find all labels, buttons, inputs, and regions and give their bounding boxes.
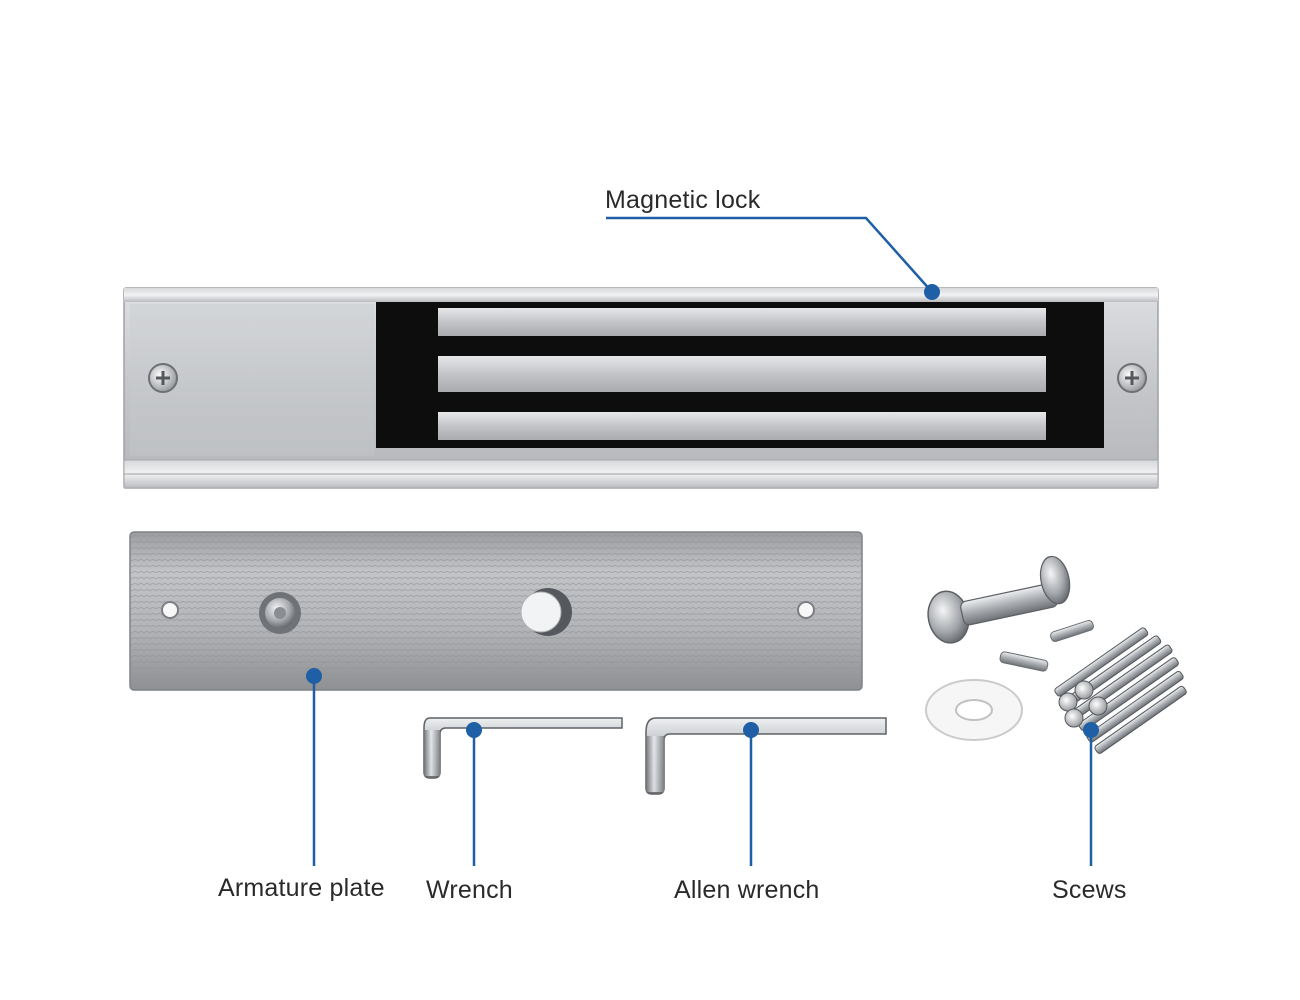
allen-wrench	[645, 717, 887, 795]
label-armature-plate: Armature plate	[218, 874, 385, 902]
label-magnetic-lock: Magnetic lock	[605, 186, 761, 214]
plate-hole	[797, 601, 815, 619]
screws-kit	[925, 555, 1187, 754]
wrench	[423, 717, 623, 779]
lock-screw-left	[148, 363, 178, 393]
plate-bolt	[259, 592, 301, 634]
lock-screw-right	[1117, 363, 1147, 393]
callout-dot-allen-wrench	[743, 722, 759, 738]
callout-dot-wrench	[466, 722, 482, 738]
screw-bundle	[1054, 627, 1187, 754]
label-wrench: Wrench	[426, 876, 513, 904]
armature-plate	[129, 531, 863, 691]
callout-line-magnetic-lock	[606, 216, 933, 293]
label-allen-wrench: Allen wrench	[674, 876, 820, 904]
plate-pin	[520, 588, 572, 636]
lock-top-rail	[124, 288, 1158, 302]
magnet-bar	[438, 412, 1046, 440]
label-screws: Scews	[1052, 876, 1127, 904]
magnet-bar	[438, 308, 1046, 336]
callout-dot-armature-plate	[306, 668, 322, 684]
callouts	[312, 216, 1093, 866]
washer	[925, 679, 1023, 741]
magnet-bar	[438, 356, 1046, 392]
sex-bolt	[927, 555, 1071, 644]
callout-dot-screws	[1083, 722, 1099, 738]
pin	[1050, 619, 1094, 643]
magnetic-lock	[123, 287, 1159, 489]
pin	[999, 651, 1049, 672]
plate-hole	[161, 601, 179, 619]
callout-dot-magnetic-lock	[924, 284, 940, 300]
callout-dots	[306, 284, 1099, 738]
